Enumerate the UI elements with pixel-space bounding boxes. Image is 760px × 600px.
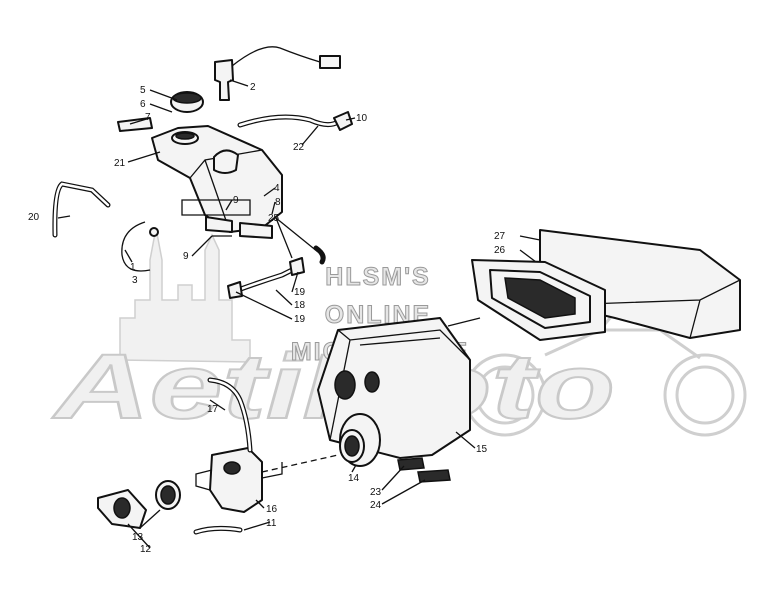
- callout-19b: 19: [294, 314, 306, 325]
- oil-line: [227, 245, 326, 299]
- callout-14: 14: [348, 473, 360, 484]
- hose-clip: [333, 111, 353, 131]
- callout-24: 24: [370, 500, 382, 511]
- callout-9a: 9: [233, 195, 239, 206]
- intake-silencer: [471, 229, 741, 341]
- callout-23: 23: [370, 487, 382, 498]
- callout-11: 11: [266, 518, 277, 529]
- callout-2: 2: [250, 82, 256, 93]
- callout-27: 27: [494, 231, 506, 242]
- intake-boot: [339, 413, 381, 467]
- callout-22: 22: [293, 142, 305, 153]
- pad-upper: [397, 457, 425, 471]
- callouts: 1 2 3 4 5 6 7 8 9 9 10 11 12 13 14 15 16…: [28, 82, 506, 555]
- callout-16: 16: [266, 504, 278, 515]
- callout-19a: 19: [294, 287, 306, 298]
- level-sensor: [214, 46, 341, 101]
- callout-5: 5: [140, 85, 146, 96]
- callout-10: 10: [356, 113, 368, 124]
- tank-strap: [121, 221, 151, 272]
- callout-4: 4: [274, 183, 280, 194]
- callout-20: 20: [28, 212, 40, 223]
- callout-6: 6: [140, 99, 146, 110]
- cap-strap: [117, 117, 153, 132]
- pad-lower: [417, 469, 451, 483]
- callout-1: 1: [130, 262, 136, 273]
- callout-25: 25: [268, 213, 280, 224]
- callout-3: 3: [132, 275, 138, 286]
- callout-12: 12: [140, 544, 152, 555]
- callout-13: 13: [132, 532, 144, 543]
- callout-7: 7: [145, 112, 151, 123]
- callout-17: 17: [207, 404, 219, 415]
- leader-lines: [57, 79, 541, 549]
- callout-8: 8: [275, 197, 281, 208]
- bracket-rod: [52, 181, 111, 238]
- watermark-skyline-icon: [119, 227, 251, 363]
- callout-26: 26: [494, 245, 506, 256]
- oil-tank: [151, 125, 283, 239]
- silencer-leader: [447, 317, 481, 327]
- callout-21: 21: [114, 158, 126, 169]
- callout-15: 15: [476, 444, 488, 455]
- assembly-centerline: [261, 454, 339, 473]
- callout-9b: 9: [183, 251, 189, 262]
- hose-clamp: [155, 480, 181, 510]
- watermark-line-1: HLSM'S: [325, 263, 430, 291]
- callout-18: 18: [294, 300, 306, 311]
- mounting-flange: [97, 489, 147, 529]
- carburetor: [195, 447, 283, 513]
